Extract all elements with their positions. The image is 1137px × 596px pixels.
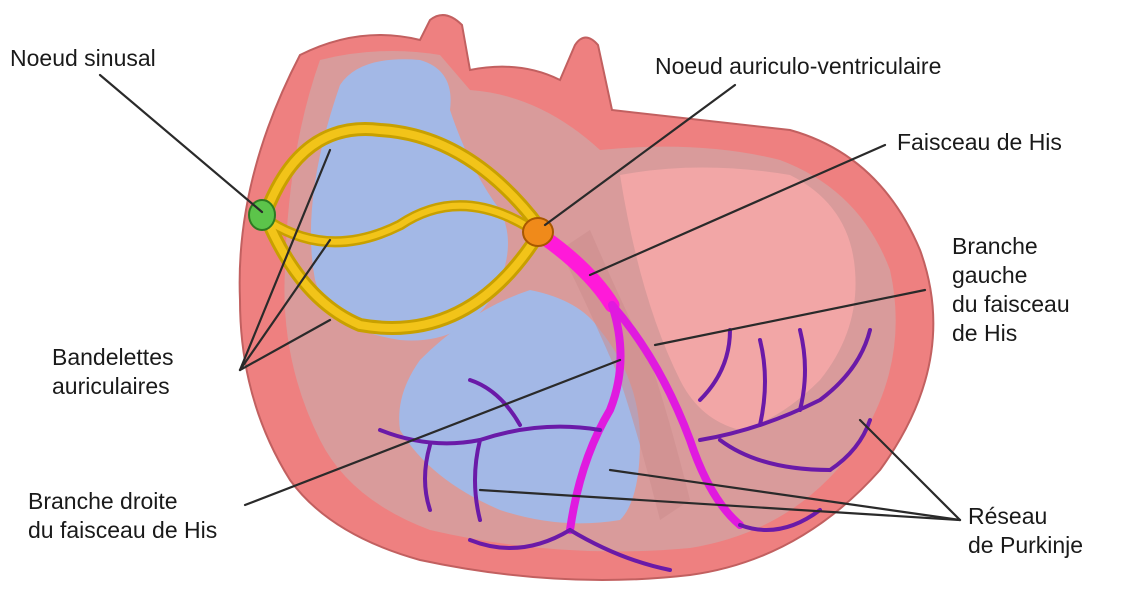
label-bandelettes: Bandelettes auriculaires bbox=[52, 343, 173, 401]
label-purkinje: Réseau de Purkinje bbox=[968, 502, 1083, 560]
label-noeud-sinusal: Noeud sinusal bbox=[10, 44, 156, 73]
label-branche-droite: Branche droite du faisceau de His bbox=[28, 487, 217, 545]
label-noeud-av: Noeud auriculo-ventriculaire bbox=[655, 52, 941, 81]
label-branche-gauche: Branche gauche du faisceau de His bbox=[952, 232, 1070, 348]
label-faisceau-his: Faisceau de His bbox=[897, 128, 1062, 157]
